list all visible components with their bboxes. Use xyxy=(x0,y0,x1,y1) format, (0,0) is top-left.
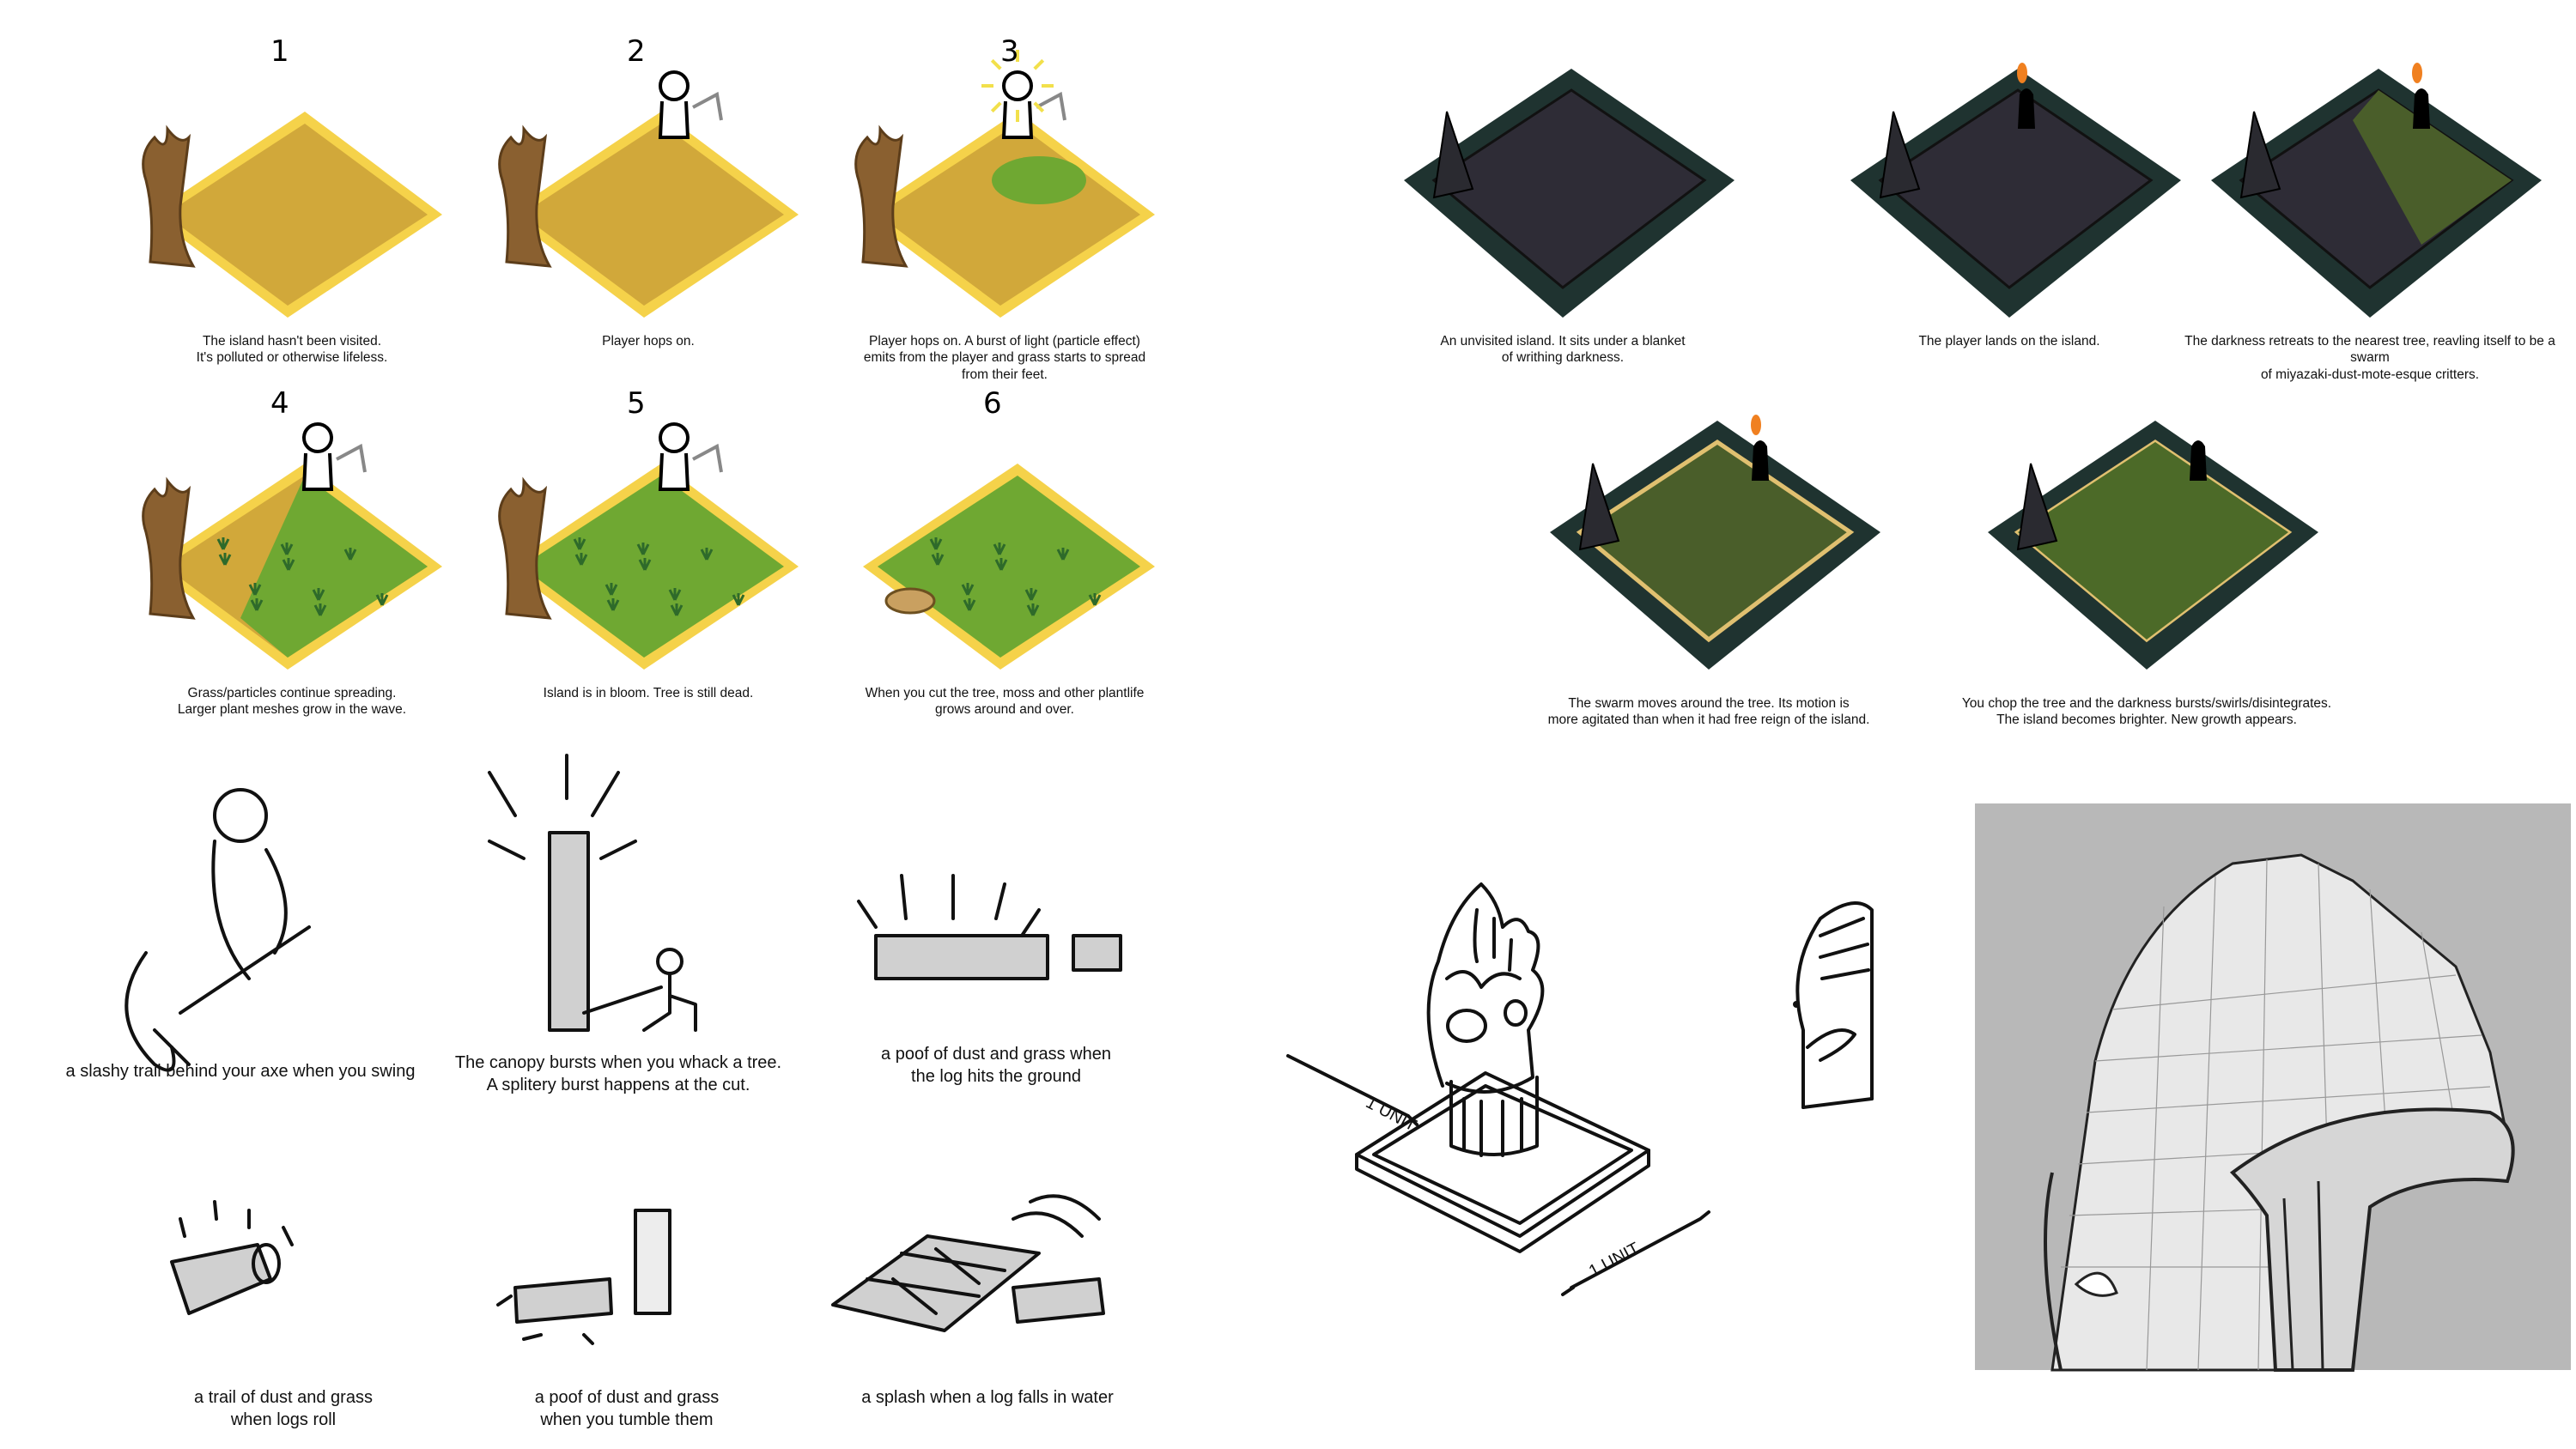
panel-caption: The darkness retreats to the nearest tre… xyxy=(2184,334,2555,382)
totem-sketch: 1 UNIT 1 UNIT xyxy=(1271,858,1958,1425)
effect-caption: a slashy trail behind your axe when you … xyxy=(65,1062,416,1081)
panel-caption: The swarm moves around the tree. Its mot… xyxy=(1547,696,1870,728)
dark-island-panel-3: The darkness retreats to the nearest tre… xyxy=(2181,52,2559,382)
dark-island-panel-1: An unvisited island. It sits under a bla… xyxy=(1374,52,1752,378)
effect-caption: The canopy bursts when you whack a tree.… xyxy=(454,1053,782,1094)
effect-sketch-3: a poof of dust and grass when the log hi… xyxy=(824,841,1168,1094)
panel-number: 5 xyxy=(627,386,646,421)
panel-caption: The island hasn't been visited. It's pol… xyxy=(196,334,388,366)
effect-sketch-5: a poof of dust and grass when you tumble… xyxy=(464,1185,790,1438)
island-illustration xyxy=(142,112,442,318)
effect-caption: a splash when a log falls in water xyxy=(861,1388,1114,1407)
effect-sketch-4: a trail of dust and grass when logs roll xyxy=(120,1185,447,1438)
effect-sketch-2: The canopy bursts when you whack a tree.… xyxy=(438,738,799,1103)
panel-caption: Grass/particles continue spreading. Larg… xyxy=(177,686,407,718)
island-illustration xyxy=(142,422,442,670)
panel-caption: Player hops on. xyxy=(602,334,695,349)
effect-sketch-6: a splash when a log falls in water xyxy=(807,1185,1168,1438)
dark-island-panel-4: The swarm moves around the tree. Its mot… xyxy=(1520,403,1898,730)
panel-caption: An unvisited island. It sits under a bla… xyxy=(1440,334,1686,366)
panel-caption: The player lands on the island. xyxy=(1918,334,2100,349)
panel-caption: You chop the tree and the darkness burst… xyxy=(1961,696,2332,728)
panel-caption: Player hops on. A burst of light (partic… xyxy=(863,334,1146,382)
panel-number: 6 xyxy=(983,386,1002,421)
panel-number: 2 xyxy=(627,34,646,69)
effect-caption: a poof of dust and grass when the log hi… xyxy=(881,1045,1111,1086)
island-illustration xyxy=(498,422,799,670)
island-illustration xyxy=(498,70,799,318)
totem-3d-render xyxy=(1975,803,2571,1372)
island-illustration xyxy=(854,50,1155,318)
dark-island-panel-5: You chop the tree and the darkness burst… xyxy=(1958,403,2336,730)
effect-caption: a trail of dust and grass when logs roll xyxy=(194,1388,373,1429)
panel-caption: When you cut the tree, moss and other pl… xyxy=(865,686,1145,718)
panel-caption: Island is in bloom. Tree is still dead. xyxy=(543,686,754,700)
dark-island-panel-2: The player lands on the island. xyxy=(1820,52,2198,378)
effect-sketch-1: a slashy trail behind your axe when you … xyxy=(52,755,429,1112)
effect-caption: a poof of dust and grass when you tumble… xyxy=(534,1388,720,1429)
island-illustration xyxy=(863,464,1155,670)
panel-number: 1 xyxy=(270,34,289,69)
panel-number: 3 xyxy=(1000,34,1019,69)
panel-number: 4 xyxy=(270,386,289,421)
